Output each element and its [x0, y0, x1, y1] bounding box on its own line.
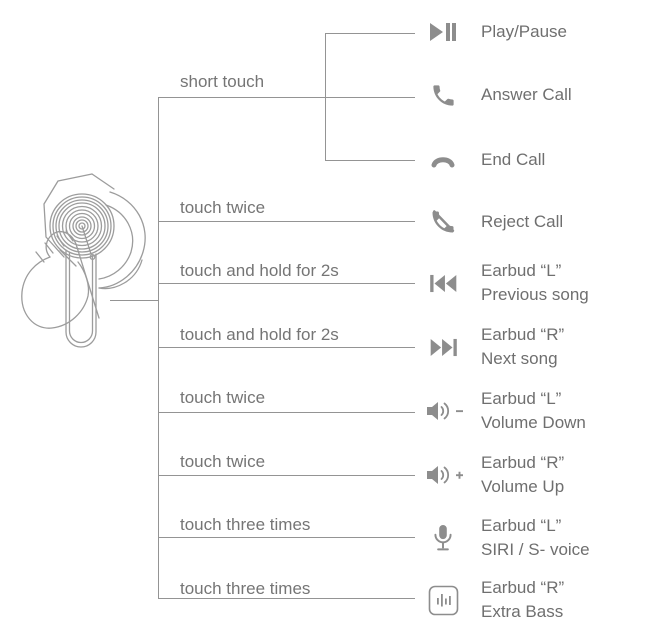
- action-row-next-song: Earbud “R” Next song: [425, 323, 564, 371]
- connector-line-three-times-1: [158, 537, 415, 538]
- action-row-extra-bass: Earbud “R” Extra Bass: [425, 576, 564, 624]
- gesture-label-short-touch: short touch: [180, 72, 265, 91]
- branch-line-end-call: [325, 160, 415, 161]
- gesture-label-touch-twice-3: touch twice: [180, 452, 266, 471]
- gesture-label-three-times-1: touch three times: [180, 515, 311, 534]
- action-row-end-call: End Call: [425, 148, 545, 172]
- microphone-icon: [425, 523, 461, 553]
- gesture-label-touch-twice-1: touch twice: [180, 198, 266, 217]
- action-label: Earbud “L”: [481, 516, 562, 535]
- connector-line-touch-twice-2: [158, 412, 415, 413]
- action-sublabel: Extra Bass: [481, 602, 564, 621]
- action-sublabel: Volume Down: [481, 413, 586, 432]
- action-label: Earbud “L”: [481, 261, 562, 280]
- action-row-siri: Earbud “L” SIRI / S- voice: [425, 514, 590, 562]
- gesture-label-hold-2: touch and hold for 2s: [180, 325, 339, 344]
- volume-up-icon: [425, 464, 465, 486]
- action-row-answer-call: Answer Call: [425, 83, 572, 107]
- connector-line-hold-1: [158, 283, 415, 284]
- gesture-label-touch-twice-2: touch twice: [180, 388, 266, 407]
- volume-down-icon: [425, 400, 465, 422]
- action-sublabel: SIRI / S- voice: [481, 540, 590, 559]
- answer-call-icon: [425, 82, 461, 109]
- action-row-volume-up: Earbud “R” Volume Up: [425, 451, 564, 499]
- earbud-connector-line: [110, 300, 158, 301]
- action-label: Earbud “R”: [481, 578, 565, 597]
- action-row-previous-song: Earbud “L” Previous song: [425, 259, 589, 307]
- connector-line-touch-twice-1: [158, 221, 415, 222]
- action-label: Reject Call: [481, 212, 564, 231]
- earbud-head-outline: [43, 173, 93, 258]
- action-label: End Call: [481, 150, 546, 169]
- extra-bass-icon: [425, 585, 461, 616]
- finger-sketch: [21, 230, 100, 329]
- gesture-label-hold-1: touch and hold for 2s: [180, 261, 339, 280]
- action-row-reject-call: Reject Call: [425, 210, 563, 234]
- action-row-volume-down: Earbud “L” Volume Down: [425, 387, 586, 435]
- action-label: Answer Call: [481, 85, 572, 104]
- branch-line-vertical: [325, 33, 326, 161]
- touch-pointer: [81, 225, 92, 255]
- gesture-label-three-times-2: touch three times: [180, 579, 311, 598]
- previous-song-icon: [425, 274, 461, 293]
- action-label: Earbud “R”: [481, 453, 565, 472]
- action-row-play-pause: Play/Pause: [425, 20, 567, 44]
- action-label: Earbud “L”: [481, 389, 562, 408]
- earbud-eartip: [98, 191, 146, 289]
- earbud-illustration: [21, 173, 146, 348]
- reject-call-icon: [425, 208, 461, 236]
- play-pause-icon: [425, 22, 461, 42]
- touch-ripples: [49, 193, 115, 259]
- action-sublabel: Previous song: [481, 285, 589, 304]
- action-sublabel: Next song: [481, 349, 558, 368]
- action-sublabel: Volume Up: [481, 477, 565, 496]
- branch-line-play-pause: [325, 33, 415, 34]
- next-song-icon: [425, 338, 461, 357]
- action-label: Earbud “R”: [481, 325, 565, 344]
- connector-line-touch-twice-3: [158, 475, 415, 476]
- connector-line-hold-2: [158, 347, 415, 348]
- earbud-stem: [65, 249, 97, 348]
- connector-line-three-times-2: [158, 598, 415, 599]
- end-call-icon: [425, 153, 461, 168]
- action-label: Play/Pause: [481, 22, 567, 41]
- connector-line-short-touch: [158, 97, 415, 98]
